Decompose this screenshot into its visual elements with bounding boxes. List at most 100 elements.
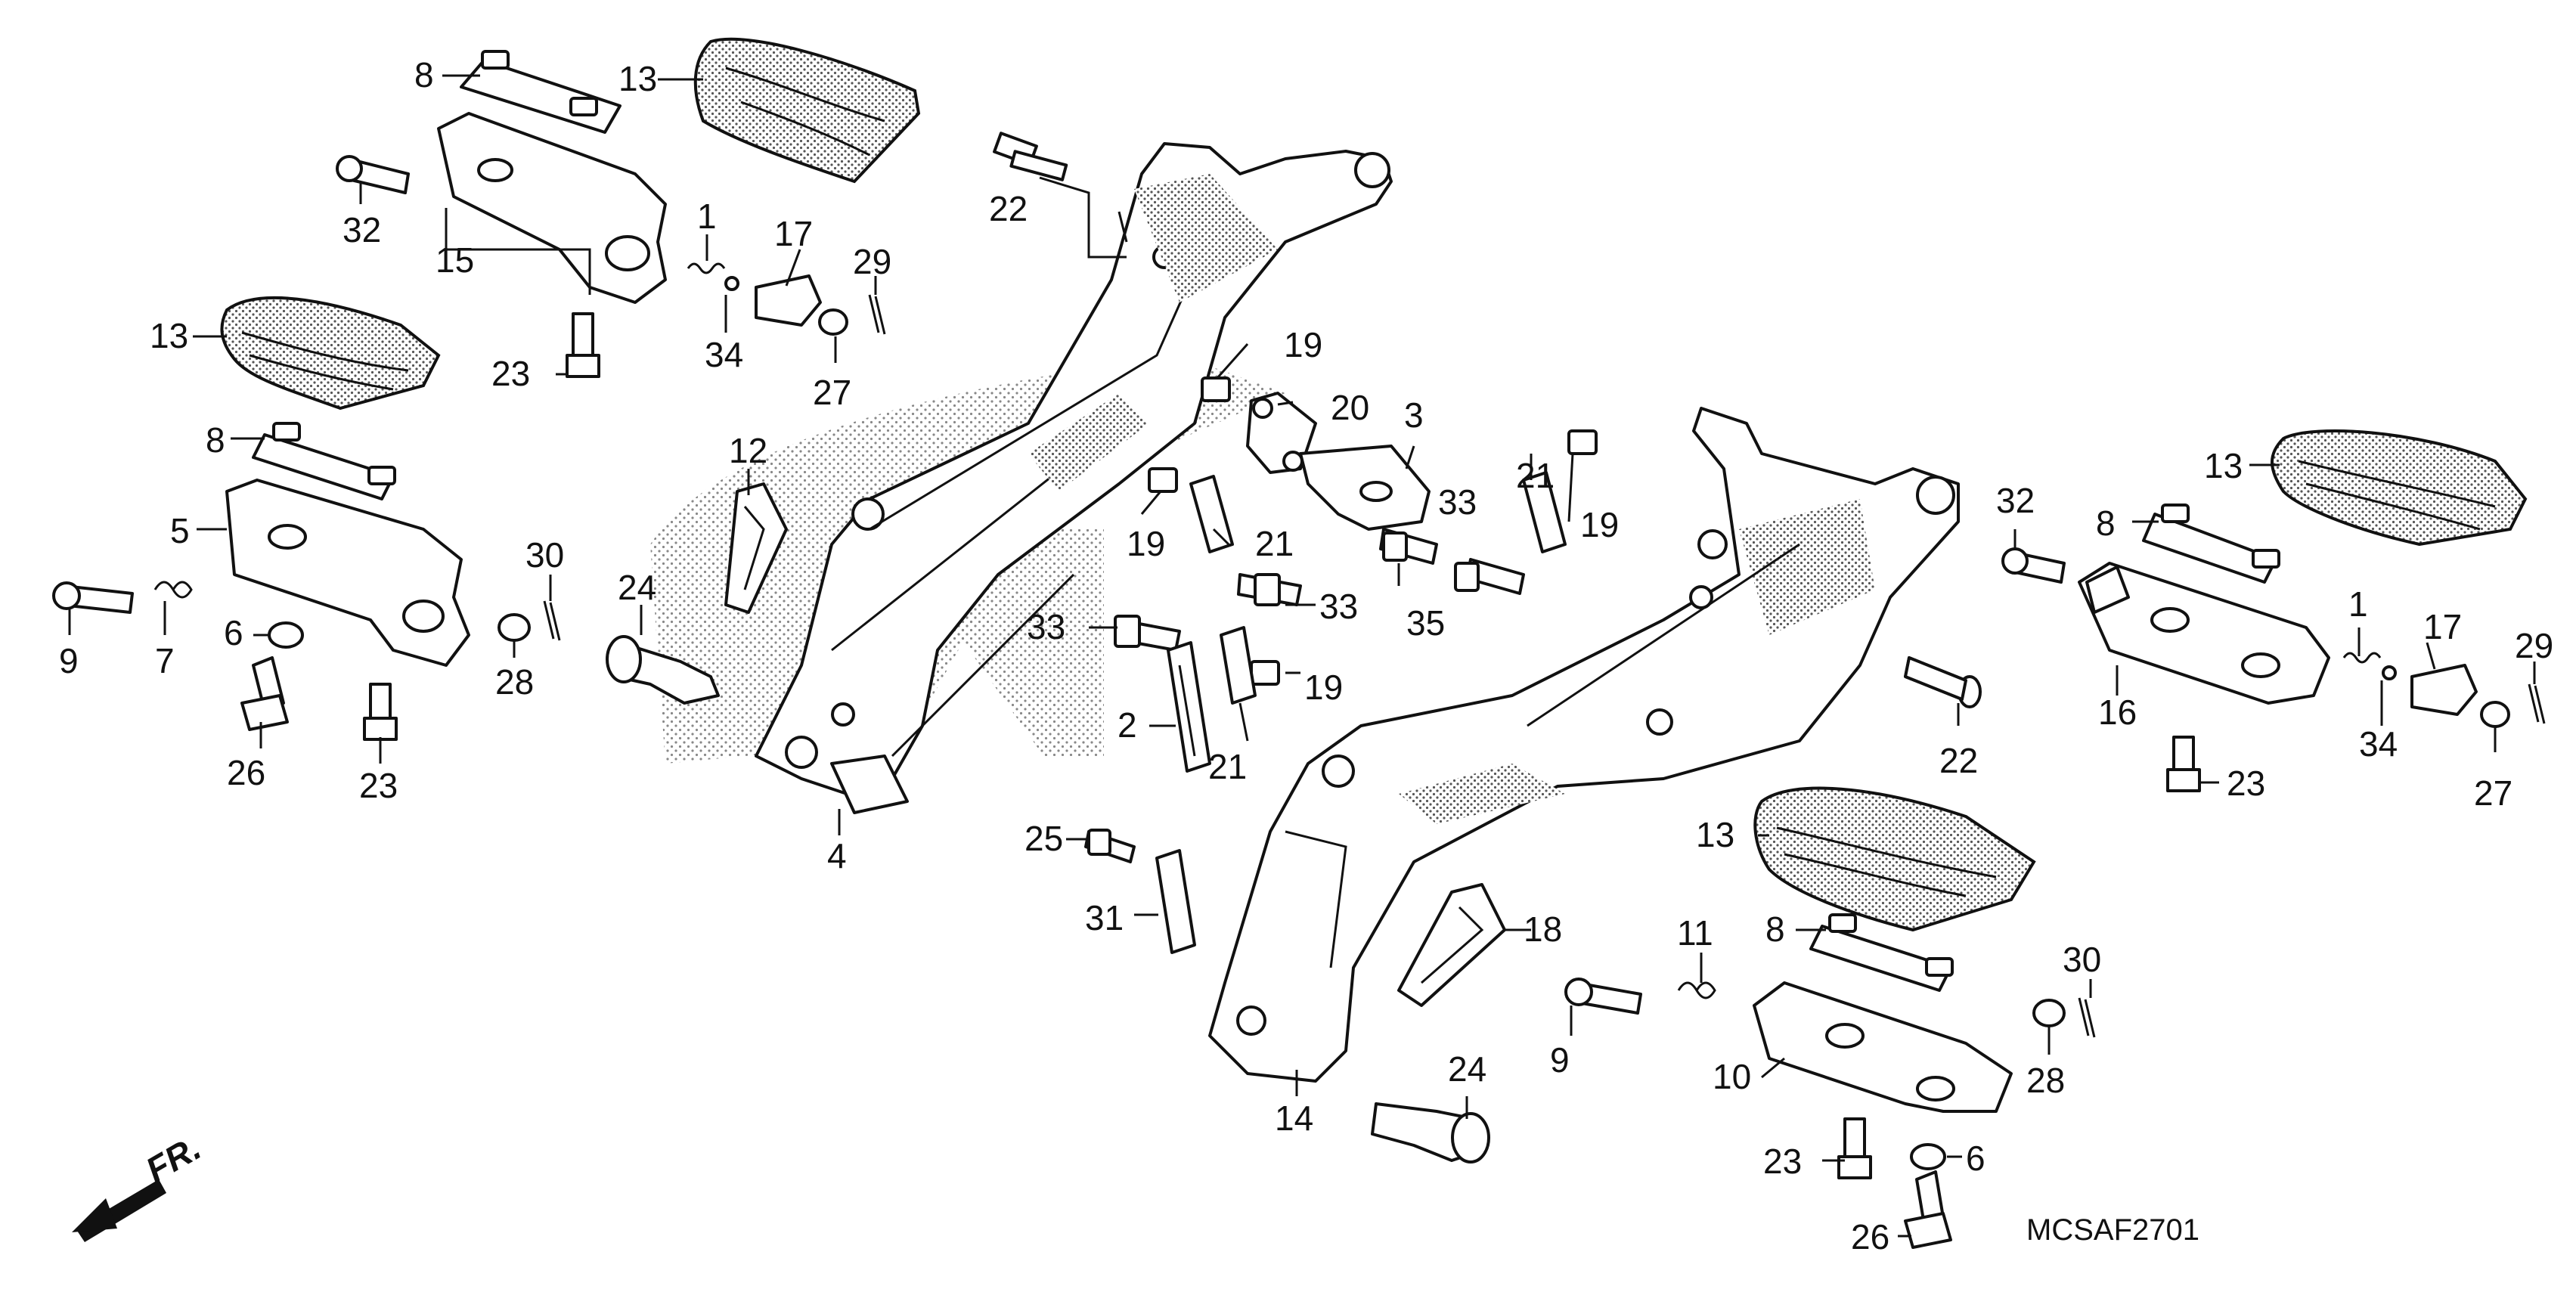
strap-2 [1167, 641, 1211, 773]
callout: 30 [2063, 940, 2101, 979]
callout: 1 [697, 197, 717, 236]
callout: 3 [1404, 395, 1424, 435]
callout: 19 [1304, 668, 1343, 707]
callout: 23 [1763, 1142, 1802, 1181]
nut-19b [1148, 467, 1178, 493]
callout-numbers: 8 13 32 15 1 17 29 23 34 27 13 8 5 30 9 … [59, 55, 2553, 1256]
left-rider-step-group [52, 296, 561, 764]
upper-left-step-group [336, 37, 921, 378]
callout: 7 [155, 641, 175, 680]
return-spring-11 [1677, 981, 1716, 999]
callout: 21 [1208, 747, 1247, 786]
callout: 25 [1025, 819, 1063, 858]
heel-guard-12 [724, 482, 788, 614]
callout: 27 [2474, 773, 2512, 813]
callout: 24 [618, 568, 656, 607]
nut-19d [1250, 660, 1280, 686]
lower-right-step-group [1564, 786, 2096, 1249]
step-bracket-10 [1753, 981, 2013, 1113]
diagram-code: MCSAF2701 [2026, 1213, 2199, 1247]
callout: 33 [1027, 607, 1065, 646]
callout: 9 [59, 641, 79, 680]
callout: 13 [2204, 446, 2243, 485]
callout: 24 [1448, 1049, 1486, 1089]
step-rubber-plate-8d [2142, 513, 2277, 584]
callout: 14 [1275, 1098, 1313, 1138]
callout: 18 [1524, 909, 1562, 949]
callout: 32 [1996, 481, 2035, 520]
callout: 26 [1851, 1217, 1889, 1256]
callout: 20 [1331, 388, 1369, 427]
callout: 21 [1255, 524, 1294, 563]
link-plate-21c [1220, 626, 1257, 705]
callout: 16 [2098, 693, 2137, 732]
callout: 22 [989, 189, 1028, 228]
left-step-holder-4 [606, 132, 1393, 835]
nut-19c [1567, 429, 1598, 455]
callout: 15 [436, 240, 474, 280]
callout: 4 [827, 836, 847, 875]
heel-guard-18 [1397, 883, 1506, 1007]
callout: 34 [705, 335, 743, 374]
link-plate-21b [1522, 471, 1567, 553]
callout: 19 [1580, 505, 1619, 544]
callout: 27 [813, 373, 851, 412]
callout: 6 [1966, 1139, 1985, 1178]
callout: 8 [206, 420, 225, 460]
callout: 23 [491, 354, 530, 393]
callout: 28 [495, 662, 534, 702]
callout: 31 [1085, 898, 1124, 937]
callout: 28 [2026, 1061, 2065, 1100]
callout: 11 [1677, 913, 1713, 953]
callout: 17 [2423, 607, 2462, 646]
callout: 23 [359, 766, 398, 805]
callout: 21 [1516, 456, 1555, 495]
callout: 34 [2359, 724, 2398, 764]
callout: 13 [1696, 815, 1734, 854]
return-spring-7 [153, 581, 193, 599]
callout: 9 [1550, 1040, 1570, 1080]
right-step-holder-14 [1066, 407, 1982, 1164]
callout: 33 [1438, 482, 1477, 522]
plate-31 [1155, 849, 1196, 954]
callout: 33 [1319, 587, 1358, 626]
detent-plate-17 [755, 274, 822, 327]
callout: 1 [2348, 584, 2368, 624]
callout: 8 [2096, 504, 2116, 543]
callout: 13 [618, 59, 657, 98]
callout: 5 [170, 511, 190, 550]
callout: 29 [2515, 626, 2553, 665]
callout: 26 [227, 753, 265, 792]
callout: 19 [1284, 325, 1322, 364]
callout: 12 [729, 431, 767, 470]
detent-plate-17b [2410, 664, 2478, 716]
step-bracket-5 [225, 479, 470, 667]
callout: 22 [1939, 741, 1978, 780]
step-tread-13c [1753, 786, 2036, 932]
step-tread-13b [220, 296, 441, 411]
callout: 8 [414, 55, 434, 95]
step-tread-13d [2271, 429, 2528, 547]
callout: 8 [1765, 909, 1785, 949]
callout: 2 [1118, 705, 1137, 745]
callout: 6 [224, 613, 243, 652]
callout: 35 [1406, 603, 1445, 643]
callout: 10 [1713, 1057, 1751, 1096]
central-linkage-group [1089, 343, 1598, 773]
step-tread-13 [693, 37, 921, 184]
callout: 29 [853, 242, 891, 281]
callout: 19 [1127, 524, 1165, 563]
nut-19a [1201, 376, 1231, 402]
step-rubber-plate-8b [252, 433, 395, 500]
step-rubber-plate-8c [1809, 925, 1952, 992]
link-plate-21a [1189, 475, 1234, 553]
front-direction-arrow: FR. [72, 1128, 207, 1242]
callout: 17 [774, 214, 813, 253]
upper-right-step-group [1904, 429, 2546, 792]
callout: 13 [150, 316, 188, 355]
callout: 30 [525, 535, 564, 575]
callout: 23 [2227, 764, 2265, 803]
callout: 32 [343, 210, 381, 249]
